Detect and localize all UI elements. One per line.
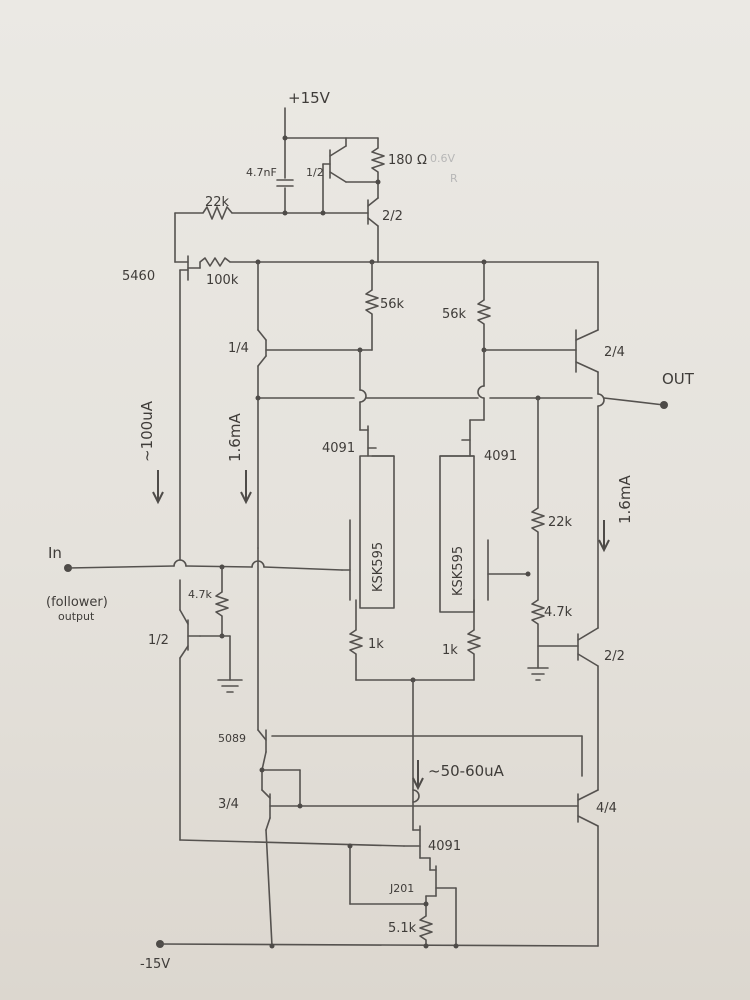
resistor-22k-top-label: 22k	[205, 195, 230, 210]
current-mirror-section	[257, 547, 583, 947]
current-mid-label: 1.6mA	[226, 413, 244, 462]
resistor-56k-left-label: 56k	[380, 297, 405, 312]
resistor-4k7-left-label: 4.7k	[188, 588, 212, 601]
faint-mark-2: R	[450, 172, 458, 185]
negative-rail	[156, 940, 599, 949]
transistor-input-half-label: 1/2	[148, 633, 169, 648]
resistor-180-label: 180 Ω	[388, 153, 427, 168]
resistor-100k-label: 100k	[206, 273, 239, 288]
input-label: In	[48, 544, 62, 562]
tail-current-source	[347, 825, 457, 947]
right-gain-chain	[410, 261, 577, 831]
transistor-1-4-label: 1/4	[228, 341, 249, 356]
transistor-3-4-label: 3/4	[218, 797, 239, 812]
jfet-4091-bottom-label: 4091	[428, 839, 461, 854]
input-note2-label: output	[58, 610, 95, 623]
current-arrows	[152, 470, 610, 791]
pair-ksk595-left-label: KSK595	[371, 542, 386, 592]
transistor-right-2-2-label: 2/2	[604, 649, 625, 664]
jfet-j201-label: J201	[389, 882, 414, 895]
resistor-1k-left-label: 1k	[368, 637, 384, 652]
transistor-top-2-2-label: 2/2	[382, 209, 403, 224]
pair-ksk595-right-label: KSK595	[451, 546, 466, 596]
resistor-56k-right-label: 56k	[442, 307, 467, 322]
output-stage	[255, 261, 668, 947]
resistor-5k1-label: 5.1k	[388, 921, 417, 936]
positive-rail-label: +15V	[288, 89, 331, 107]
input-section	[64, 559, 405, 847]
current-tail-label: ~50-60uA	[428, 762, 505, 780]
input-note-label: (follower)	[46, 595, 108, 610]
upper-bus	[174, 255, 599, 561]
transistor-top-half-label: 1/2	[306, 166, 324, 179]
transistor-4-4-label: 4/4	[596, 801, 617, 816]
current-right-label: 1.6mA	[616, 475, 634, 524]
faint-mark-1: 0.6V	[430, 152, 455, 165]
transistor-5460-label: 5460	[122, 269, 155, 284]
transistor-5089-label: 5089	[218, 732, 246, 745]
resistor-4k7-right-label: 4.7k	[544, 605, 573, 620]
output-label: OUT	[662, 370, 695, 388]
capacitor-label: 4.7nF	[246, 166, 277, 179]
resistor-1k-right-label: 1k	[442, 643, 458, 658]
jfet-4091-right-label: 4091	[484, 449, 517, 464]
left-gain-chain	[257, 261, 475, 681]
transistor-2-4-label: 2/4	[604, 345, 625, 360]
current-left-label: ~100uA	[138, 400, 156, 462]
resistor-22k-right-label: 22k	[548, 515, 573, 530]
positive-rail-wiring	[174, 107, 385, 263]
jfet-4091-left-label: 4091	[322, 441, 355, 456]
negative-rail-label: -15V	[140, 957, 170, 972]
